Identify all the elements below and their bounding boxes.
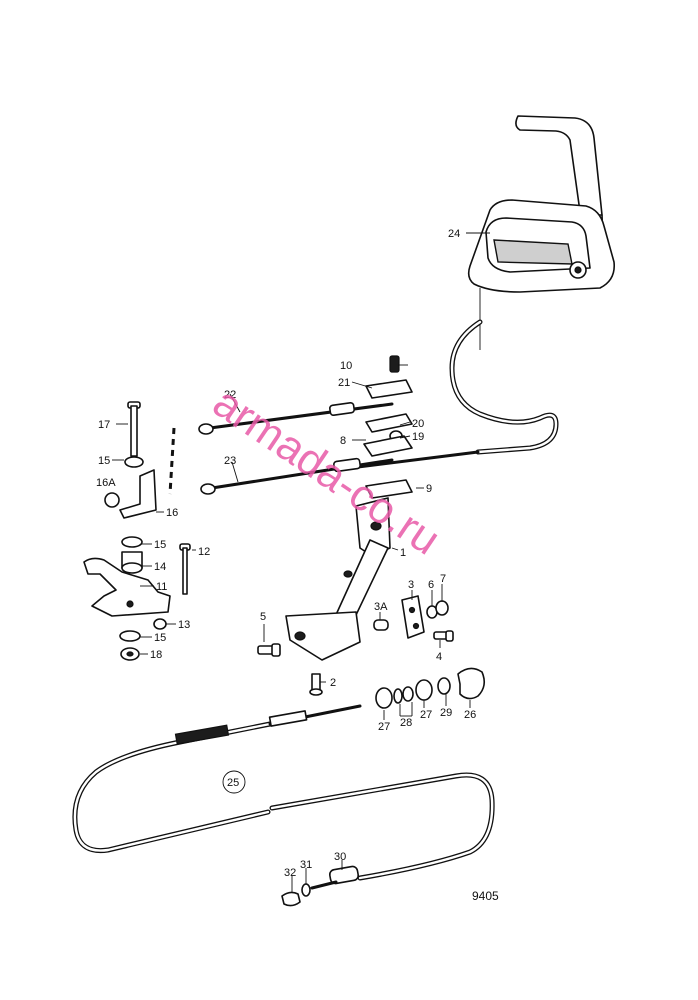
label-19: 19 [412, 431, 424, 443]
hidden-line [168, 427, 176, 495]
label-4: 4 [436, 651, 442, 663]
label-21: 21 [338, 377, 350, 389]
control-cable [348, 319, 559, 470]
cable-loop-25 [72, 704, 495, 907]
label-3a: 3A [374, 601, 388, 613]
label-15-middle: 15 [154, 539, 166, 551]
label-24: 24 [448, 228, 460, 240]
callout-circle [222, 770, 246, 794]
screw-5 [257, 643, 281, 657]
label-27-left: 27 [378, 721, 390, 733]
label-2: 2 [330, 677, 336, 689]
label-29: 29 [440, 707, 452, 719]
label-11: 11 [156, 581, 167, 593]
label-20: 20 [412, 418, 424, 430]
label-12: 12 [198, 546, 210, 558]
label-10: 10 [340, 360, 352, 372]
label-9: 9 [426, 483, 432, 495]
label-27-right: 27 [420, 709, 432, 721]
label-16a: 16A [96, 477, 116, 489]
watermark: armada-co.ru [204, 378, 448, 565]
screw-2 [309, 673, 323, 696]
label-28: 28 [400, 717, 412, 729]
cable-clamp-assembly [363, 355, 413, 499]
label-17: 17 [98, 419, 110, 431]
label-32: 32 [284, 867, 296, 879]
label-23: 23 [224, 455, 236, 467]
label-5: 5 [260, 611, 266, 623]
mounting-bracket [285, 497, 391, 661]
control-lever-unit [467, 115, 616, 350]
label-15-lower: 15 [154, 632, 166, 644]
screw-4 [433, 630, 454, 642]
label-16: 16 [166, 507, 178, 519]
label-15-upper: 15 [98, 455, 110, 467]
cable-end-fittings [375, 667, 486, 709]
label-25: 25 [227, 777, 239, 789]
label-6: 6 [428, 579, 434, 591]
figure-number: 9405 [472, 889, 499, 903]
label-26: 26 [464, 709, 476, 721]
label-22: 22 [224, 389, 236, 401]
push-pull-rod-upper [198, 401, 394, 435]
isolator-bracket-assembly [83, 401, 191, 661]
label-14: 14 [154, 561, 166, 573]
label-1: 1 [400, 547, 406, 559]
push-pull-rod-lower [200, 457, 394, 495]
label-31: 31 [300, 859, 312, 871]
label-18: 18 [150, 649, 162, 661]
label-3: 3 [408, 579, 414, 591]
label-30: 30 [334, 851, 346, 863]
label-7: 7 [440, 573, 446, 585]
part-labels: 1 2 3 3A 4 5 6 7 8 9 10 11 12 13 14 15 1… [96, 228, 476, 879]
label-8: 8 [340, 435, 346, 447]
label-13: 13 [178, 619, 190, 631]
leader-lines [112, 232, 490, 892]
